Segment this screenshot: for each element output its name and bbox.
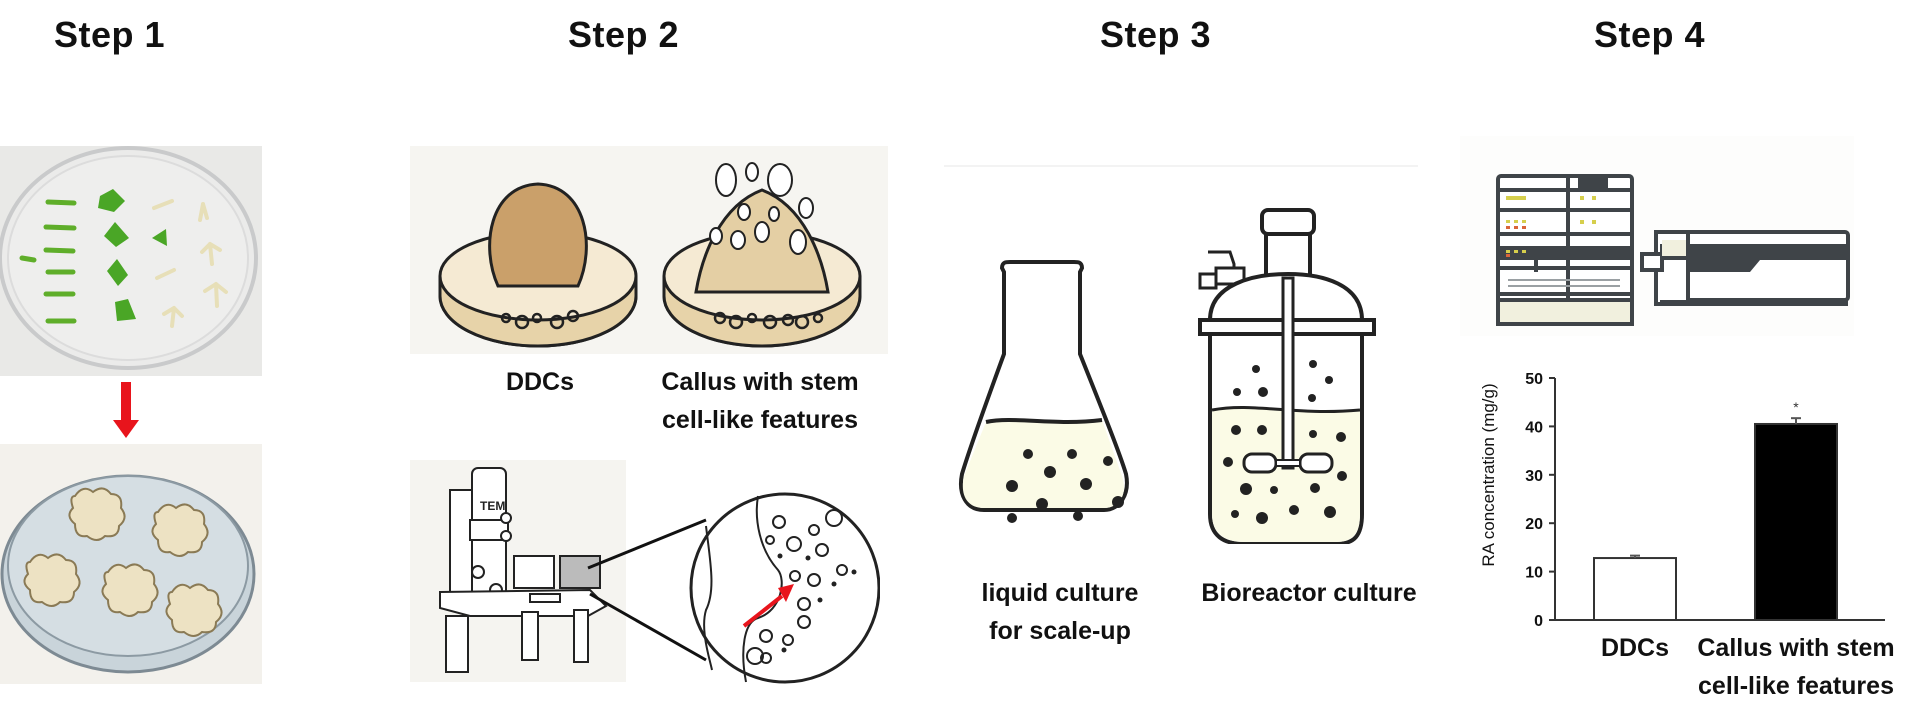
y-tick-label: 0 xyxy=(1534,613,1543,630)
callus-label-line2: cell-like features xyxy=(662,406,858,434)
bioreactor-icon xyxy=(1198,208,1376,544)
y-tick-label: 20 xyxy=(1525,516,1543,533)
culture-vessels-illustration xyxy=(944,164,1424,544)
step-1-title: Step 1 xyxy=(54,14,166,55)
down-arrow-icon xyxy=(112,382,140,440)
x-category-label: Callus with stem xyxy=(1697,634,1894,662)
bar-1 xyxy=(1754,422,1838,622)
leaf-pieces xyxy=(98,189,167,321)
explant-petri-dish-image xyxy=(0,146,262,376)
ddcs-label: DDCs xyxy=(505,368,575,396)
ddc-vs-callus-illustration xyxy=(410,146,888,354)
liquid-culture-label-line1: liquid culture xyxy=(981,579,1139,607)
ddc-dish xyxy=(438,182,638,348)
root-pieces xyxy=(152,199,228,328)
tem-label: TEM xyxy=(480,499,505,513)
hplc-instrument-illustration xyxy=(1460,136,1854,336)
y-tick-label: 50 xyxy=(1525,371,1543,388)
callus-dish xyxy=(662,162,862,348)
tem-microscope xyxy=(439,467,608,673)
red-arrow-icon xyxy=(742,594,784,628)
x-category-label: cell-like features xyxy=(1698,672,1894,700)
y-tick-label: 40 xyxy=(1525,419,1543,436)
step-3-title: Step 3 xyxy=(1100,14,1212,55)
erlenmeyer-flask-icon xyxy=(959,260,1129,523)
step-2-title: Step 2 xyxy=(568,14,680,55)
stem-segments xyxy=(19,199,77,324)
zoom-line-bottom xyxy=(589,592,707,662)
x-category-label: DDCs xyxy=(1601,634,1669,662)
magnified-cell-view xyxy=(689,492,880,684)
step-4-title: Step 4 xyxy=(1594,14,1706,55)
liquid-culture-label-line2: for scale-up xyxy=(989,617,1131,645)
callus-label-line1: Callus with stem xyxy=(661,368,859,396)
callus-petri-dish-image xyxy=(0,444,262,684)
tem-microscope-illustration: TEM xyxy=(410,460,880,690)
y-tick-label: 30 xyxy=(1525,468,1543,485)
bar-0 xyxy=(1593,557,1677,622)
y-tick-label: 10 xyxy=(1525,565,1543,582)
callus-clusters xyxy=(23,487,223,637)
zoom-line-top xyxy=(587,518,707,570)
significance-marker: * xyxy=(1793,399,1799,415)
bioreactor-label: Bioreactor culture xyxy=(1201,579,1417,607)
y-axis-label: RA concentration (mg/g) xyxy=(1479,383,1498,566)
